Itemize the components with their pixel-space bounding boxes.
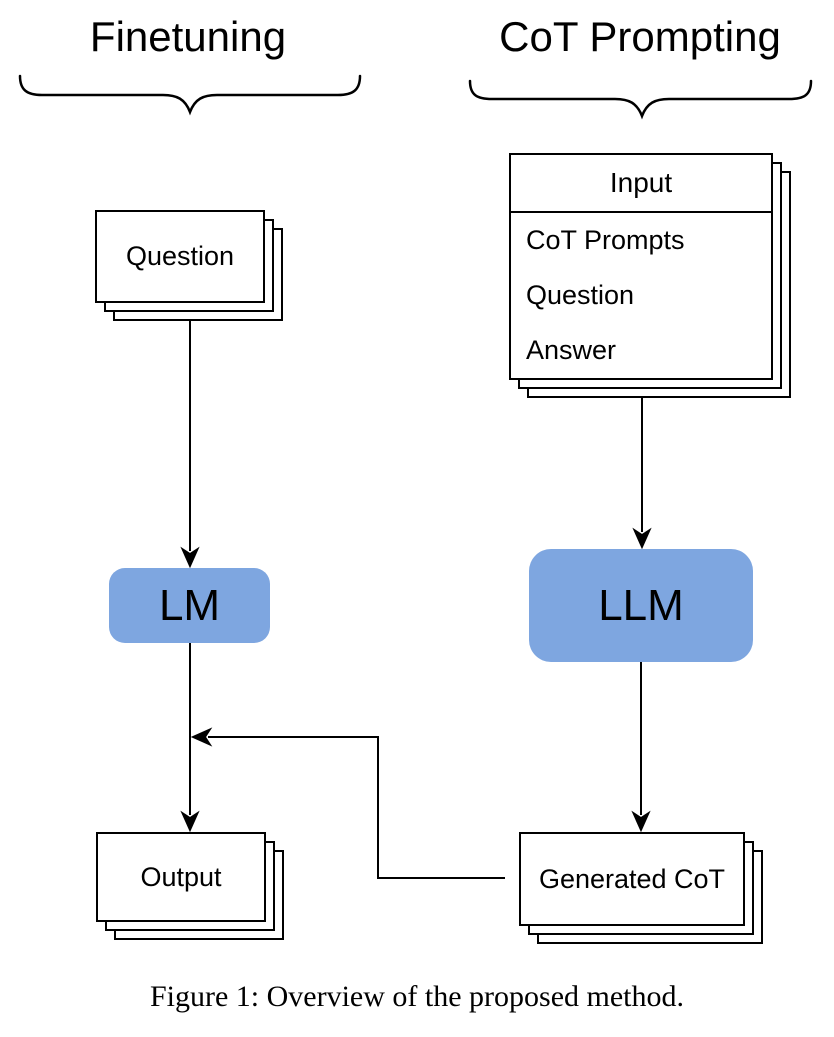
figure-caption: Figure 1: Overview of the proposed metho… <box>149 980 685 1013</box>
arrowhead-into-output <box>180 810 200 833</box>
arrowhead-feedback-left <box>190 727 213 747</box>
arrowhead-into-lm <box>180 546 200 569</box>
input-row-answer: Answer <box>526 335 617 365</box>
input-card: Input CoT Prompts Question Answer <box>509 153 773 380</box>
question-label: Question <box>125 241 235 271</box>
input-card-stack: Input CoT Prompts Question Answer <box>509 153 791 398</box>
lm-node: LM <box>109 568 270 643</box>
input-row-question: Question <box>526 280 635 310</box>
column-title-cot-prompting: CoT Prompting <box>499 13 781 60</box>
arrowhead-into-generated-cot <box>631 810 651 833</box>
input-card-header: Input <box>511 155 771 213</box>
question-card: Question <box>95 210 265 303</box>
generated-cot-label: Generated CoT <box>538 863 726 894</box>
output-card: Output <box>96 832 266 922</box>
lm-label: LM <box>158 580 221 630</box>
llm-node: LLM <box>529 549 753 662</box>
generated-cot-card-stack: Generated CoT <box>519 832 763 944</box>
input-card-rows: CoT Prompts Question Answer <box>511 213 771 378</box>
question-card-stack: Question <box>95 210 283 321</box>
arrowhead-into-llm <box>632 527 652 550</box>
feedback-connector-generated-cot-to-lm-output <box>208 736 505 879</box>
generated-cot-card: Generated CoT <box>519 832 745 926</box>
underbrace-finetuning <box>18 74 362 116</box>
underbrace-cot-prompting <box>468 79 813 120</box>
output-card-stack: Output <box>96 832 284 940</box>
output-label: Output <box>140 861 222 892</box>
llm-label: LLM <box>598 580 684 630</box>
column-title-finetuning: Finetuning <box>89 13 287 60</box>
input-row-cot-prompts: CoT Prompts <box>526 225 685 255</box>
